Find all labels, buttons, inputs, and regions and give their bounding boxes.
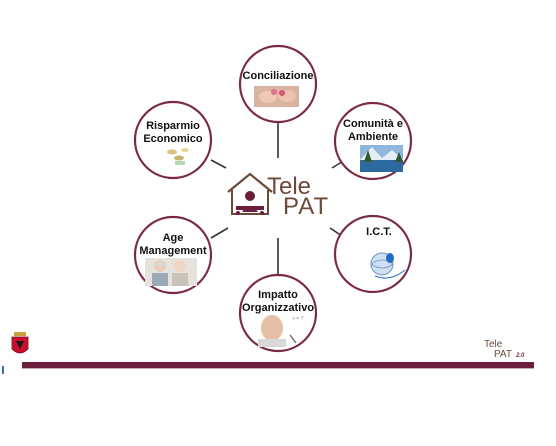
lake-mountain-photo-icon <box>360 145 403 172</box>
house-person-icon <box>227 172 273 215</box>
globe-mouse-icon <box>370 252 406 279</box>
coat-of-arms-icon <box>11 332 29 354</box>
logo-word-tele: Tele <box>267 173 311 200</box>
node-label-ict: I.C.T. <box>366 226 392 238</box>
connector-risparmio <box>210 159 227 169</box>
hands-photo-icon <box>254 86 299 107</box>
footer-telepat-logo: Tele PAT 2.0 <box>484 339 525 360</box>
elderly-couple-photo-icon <box>145 258 197 286</box>
node-conciliazione: Conciliazione <box>238 44 318 124</box>
footer-word-tele: Tele <box>484 339 503 350</box>
coins-icon <box>167 148 189 165</box>
node-label-comunita-1: Comunità e <box>343 118 403 130</box>
node-label-impatto-1: Impatto <box>258 289 298 301</box>
node-label-risparmio-1: Risparmio <box>146 120 200 132</box>
footer-bar <box>22 362 534 368</box>
logo-word-pat: PAT <box>283 193 329 220</box>
footer-bar-shadow <box>22 368 534 369</box>
node-label-age-1: Age <box>163 232 184 244</box>
man-thinking-photo-icon: + = ? <box>258 315 304 347</box>
footer-version: 2.0 <box>515 353 525 359</box>
telepat-logo: Tele PAT <box>227 172 329 220</box>
node-impatto-organizzativo: + = ? Impatto Organizzativo <box>238 273 318 353</box>
node-label-conciliazione: Conciliazione <box>243 70 314 82</box>
node-label-risparmio-2: Economico <box>143 133 203 145</box>
connector-age <box>210 227 229 239</box>
node-comunita-ambiente: Comunità e Ambiente <box>333 101 413 181</box>
footer-word-pat: PAT <box>494 349 512 360</box>
node-label-impatto-2: Organizzativo <box>242 302 314 314</box>
node-age-management: Age Management <box>133 215 213 295</box>
svg-text:+ = ?: + = ? <box>292 316 304 322</box>
node-label-comunita-2: Ambiente <box>348 131 398 143</box>
node-ict: I.C.T. <box>333 214 413 294</box>
node-label-age-2: Management <box>139 245 207 257</box>
node-risparmio-economico: Risparmio Economico <box>133 100 213 180</box>
left-edge-mark <box>2 366 4 374</box>
